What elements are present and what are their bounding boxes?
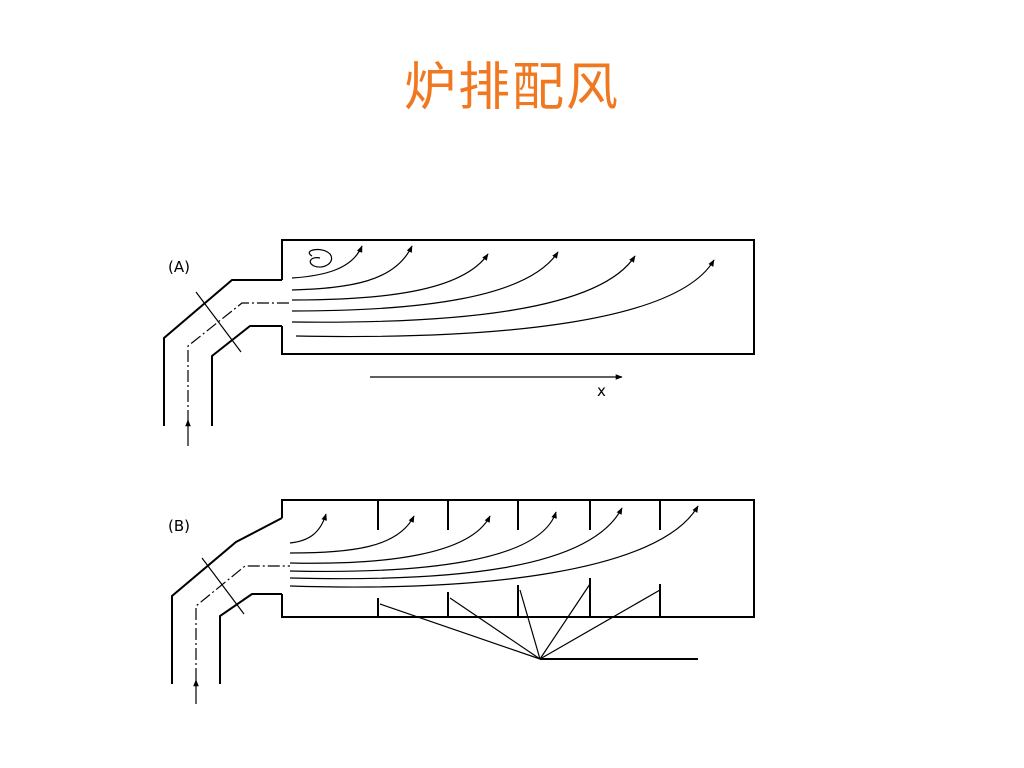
streamline-b-6 bbox=[289, 505, 699, 588]
x-axis-label: x bbox=[597, 382, 606, 400]
streamline-b-1 bbox=[289, 513, 327, 544]
inlet-duct-outer-wall-b bbox=[171, 517, 283, 684]
streamline-a-6 bbox=[295, 259, 715, 338]
duct-centerline-b bbox=[195, 565, 290, 680]
furnace-chamber-a bbox=[281, 239, 755, 355]
streamline-b-5 bbox=[289, 507, 623, 580]
inlet-duct-outer-wall-a bbox=[163, 279, 282, 426]
top-partitions-b bbox=[377, 500, 661, 530]
diagram-a: (A) x bbox=[163, 239, 755, 446]
diagram-b-label: (B) bbox=[168, 517, 190, 535]
duct-centerline-a bbox=[187, 302, 290, 422]
air-supply-line-3 bbox=[519, 589, 541, 660]
streamline-a-4 bbox=[291, 251, 559, 312]
flow-streamlines-a bbox=[291, 245, 715, 338]
duct-section-line-b bbox=[201, 557, 245, 615]
diagram-b: (B) bbox=[168, 499, 755, 704]
page-title: 炉排配风 bbox=[403, 58, 620, 118]
diagram-a-label: (A) bbox=[168, 258, 190, 276]
furnace-chamber-b bbox=[281, 499, 755, 618]
air-supply-line-1 bbox=[379, 603, 541, 660]
streamline-a-5 bbox=[291, 255, 636, 323]
air-supply-line-4 bbox=[539, 583, 591, 660]
streamline-a-2 bbox=[291, 245, 413, 291]
flow-streamlines-b bbox=[289, 505, 699, 588]
inlet-duct-inner-wall-a bbox=[211, 325, 282, 426]
bottom-partitions-b bbox=[377, 578, 661, 617]
streamline-b-3 bbox=[289, 515, 491, 564]
air-supply-line-2 bbox=[449, 597, 541, 660]
air-supply-lines-b bbox=[379, 583, 698, 660]
streamline-b-2 bbox=[289, 515, 415, 554]
streamline-a-1 bbox=[291, 245, 363, 279]
streamline-b-4 bbox=[289, 511, 557, 573]
inlet-duct-inner-wall-b bbox=[219, 593, 282, 684]
recirculation-swirl-a bbox=[308, 248, 333, 268]
air-supply-line-5 bbox=[539, 589, 661, 660]
duct-section-line-a bbox=[195, 291, 242, 353]
streamline-a-3 bbox=[291, 253, 489, 301]
